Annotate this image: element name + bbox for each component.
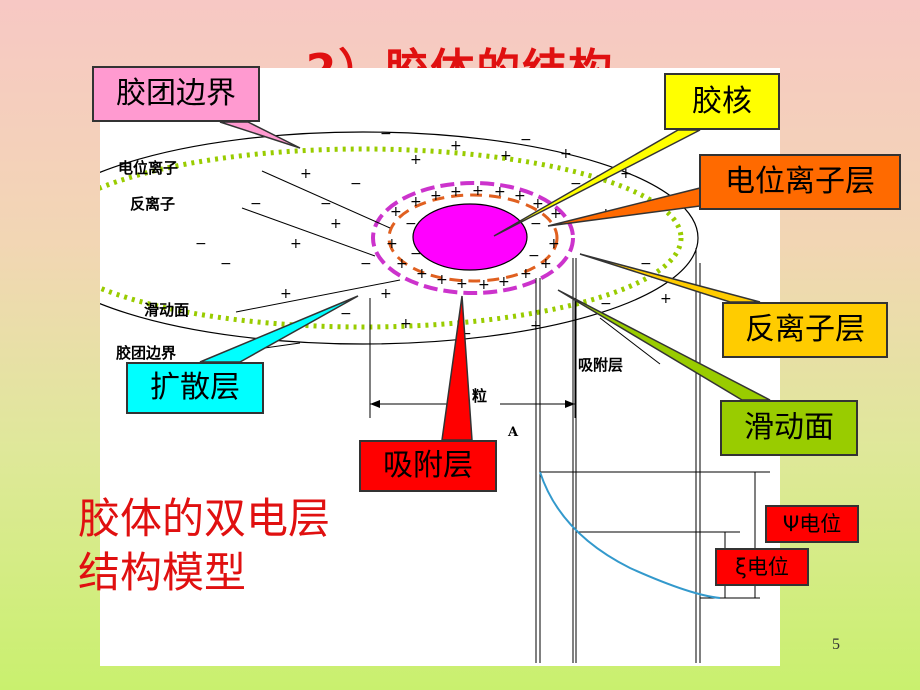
label-adsorption-layer: 吸附层 — [578, 356, 623, 374]
svg-text:−: − — [530, 216, 542, 232]
callout-diffusion-layer: 扩散层 — [126, 362, 264, 414]
svg-text:+: + — [500, 148, 512, 164]
svg-text:+: + — [472, 183, 484, 199]
figure-text: 电位离子 反离子 滑动面 胶团边界 粒 吸附层 A — [116, 159, 623, 440]
svg-text:−: − — [380, 126, 392, 142]
svg-text:+: + — [540, 256, 552, 272]
page-number: 5 — [832, 636, 840, 653]
svg-text:+: + — [620, 166, 632, 182]
outer-ellipse — [100, 131, 699, 345]
callout-psi-potential: Ψ电位 — [765, 505, 859, 543]
svg-text:+: + — [280, 286, 292, 302]
label-particle: 粒 — [472, 387, 487, 405]
svg-text:+: + — [386, 236, 398, 252]
svg-text:+: + — [532, 196, 544, 212]
svg-text:−: − — [250, 196, 262, 212]
bracket-arrow-left — [370, 400, 380, 408]
svg-text:+: + — [410, 194, 422, 210]
pointer-counter-layer — [579, 253, 761, 303]
svg-text:+: + — [396, 256, 408, 272]
svg-text:−: − — [570, 176, 582, 192]
svg-text:+: + — [300, 166, 312, 182]
svg-text:+: + — [290, 236, 302, 252]
svg-text:+: + — [410, 152, 422, 168]
svg-text:−: − — [350, 176, 362, 192]
colloid-nucleus — [412, 203, 528, 271]
svg-text:−: − — [195, 236, 207, 252]
svg-text:−: − — [460, 326, 472, 342]
svg-text:+: + — [330, 216, 342, 232]
label-slip-plane: 滑动面 — [144, 301, 189, 319]
svg-text:+: + — [560, 146, 572, 162]
svg-text:+: + — [498, 274, 510, 290]
svg-text:+: + — [456, 276, 468, 292]
svg-text:+: + — [660, 291, 672, 307]
svg-text:−: − — [220, 256, 232, 272]
svg-text:+: + — [416, 266, 428, 282]
svg-text:+: + — [380, 286, 392, 302]
bracket-arrow-right — [565, 400, 575, 408]
svg-text:+: + — [494, 184, 506, 200]
potential-curve — [539, 471, 721, 599]
callout-xi-potential: ξ电位 — [715, 548, 809, 586]
svg-text:+: + — [430, 188, 442, 204]
svg-text:+: + — [450, 184, 462, 200]
callout-nucleus: 胶核 — [664, 73, 780, 130]
label-colloid-boundary: 胶团边界 — [116, 344, 176, 362]
svg-text:−: − — [640, 256, 652, 272]
label-counter-ion: 反离子 — [130, 195, 175, 213]
label-point-a: A — [507, 425, 519, 440]
pointer-nucleus — [493, 129, 701, 237]
svg-text:−: − — [320, 196, 332, 212]
svg-text:−: − — [410, 246, 422, 262]
svg-text:+: + — [550, 206, 562, 222]
pointer-adsorption — [441, 295, 473, 441]
label-potential-ion: 电位离子 — [118, 159, 178, 177]
adsorption-ring — [387, 193, 559, 283]
svg-text:+: + — [520, 266, 532, 282]
pointer-diffusion — [199, 295, 359, 363]
double-layer-diagram: +++ +++ +++ +++ +++ ++ ++ −−−− ++++ +−+−… — [100, 126, 770, 663]
svg-text:+: + — [514, 188, 526, 204]
callout-counter-ion-layer: 反离子层 — [722, 302, 888, 358]
svg-text:+: + — [450, 138, 462, 154]
svg-text:+: + — [390, 204, 402, 220]
diagram-panel: +++ +++ +++ +++ +++ ++ ++ −−−− ++++ +−+−… — [100, 68, 780, 666]
pointer-boundary — [219, 121, 301, 149]
callout-adsorption-layer: 吸附层 — [359, 440, 497, 492]
svg-text:−: − — [528, 248, 540, 264]
svg-text:+: + — [548, 236, 560, 252]
svg-text:+: + — [436, 272, 448, 288]
svg-text:−: − — [405, 216, 417, 232]
callout-potential-ion-layer: 电位离子层 — [699, 154, 901, 210]
svg-text:+: + — [400, 316, 412, 332]
callout-colloid-boundary: 胶团边界 — [92, 66, 260, 122]
callout-slip-plane: 滑动面 — [720, 400, 858, 456]
svg-text:−: − — [340, 306, 352, 322]
slide-caption: 胶体的双电层结构模型 — [78, 494, 331, 597]
colloid-boundary-ring — [100, 146, 684, 330]
slip-plane-ring — [371, 181, 575, 295]
svg-text:+: + — [478, 277, 490, 293]
leader-lines — [235, 170, 770, 663]
svg-text:−: − — [600, 296, 612, 312]
svg-text:−: − — [360, 256, 372, 272]
svg-text:−: − — [520, 132, 532, 148]
